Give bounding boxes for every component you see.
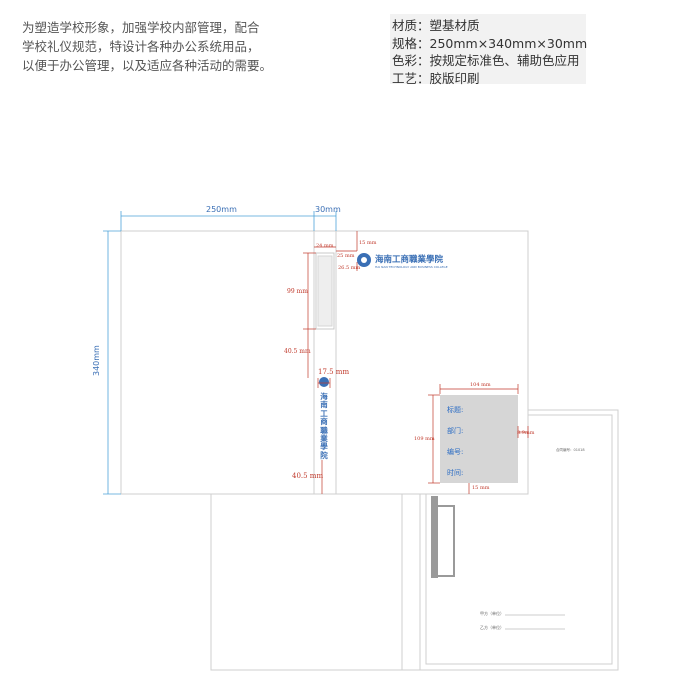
logo-name-en: HAI NAN TECHNOLOGY AND BUSINESS COLLEGE — [375, 265, 448, 269]
spec-material: 材质：塑基材质 — [392, 18, 480, 33]
dim-cover-width: 250mm — [206, 205, 237, 214]
spine-char: 院 — [320, 450, 328, 460]
party-b-label: 乙方（单位） — [480, 625, 504, 630]
label-field-dept: 部门: — [447, 427, 464, 435]
spec-color: 色彩：按规定标准色、辅助色应用 — [392, 53, 580, 68]
spine-char: 學 — [320, 442, 328, 452]
intro-line: 学校礼仪规范，特设计各种办公系统用品， — [22, 39, 260, 54]
dim-25: 25 mm — [337, 253, 355, 259]
logo-emblem-center — [361, 257, 367, 263]
spine-char: 職 — [320, 425, 328, 435]
blue-dimensions — [103, 211, 337, 495]
closed-folder — [120, 230, 529, 495]
dim-15: 15 mm — [359, 240, 377, 246]
clip — [431, 496, 455, 578]
spine-name: 海 南 工 商 職 業 學 院 — [319, 392, 329, 460]
specs-box: 材质：塑基材质 规格：250mm×340mm×30mm 色彩：按规定标准色、辅助… — [390, 14, 588, 86]
label-field-time: 时间: — [447, 469, 464, 477]
spine-emblem-icon — [319, 377, 329, 387]
dim-spine-width: 30mm — [315, 205, 341, 214]
red-dimensions — [303, 231, 529, 494]
intro-line: 以便于办公管理，以及适应各种活动的需要。 — [22, 58, 273, 73]
contract-number: 合同编号：01018 — [556, 448, 585, 452]
dim-8: 8.9mm — [517, 430, 535, 436]
spine-char: 商 — [320, 417, 328, 427]
party-a-label: 甲方（单位） — [480, 611, 504, 616]
intro-text: 为塑造学校形象，加强学校内部管理，配合 学校礼仪规范，特设计各种办公系统用品， … — [22, 18, 322, 75]
open-folder-spine — [401, 493, 421, 671]
dim-99: 99 mm — [287, 288, 308, 295]
spine-char: 業 — [320, 434, 328, 444]
spec-craft: 工艺：胶版印刷 — [392, 70, 480, 86]
dim-109: 109 mm — [414, 436, 435, 442]
dim-height: 340mm — [92, 345, 101, 376]
open-folder-left-panel — [210, 493, 403, 671]
dim-104: 104 mm — [470, 382, 491, 388]
label-field-number: 编号: — [447, 448, 464, 456]
spine-char: 工 — [320, 408, 328, 418]
intro-line: 为塑造学校形象，加强学校内部管理，配合 — [22, 20, 260, 35]
dim-40-5-top: 40.5 mm — [284, 348, 311, 355]
spec-size: 规格：250mm×340mm×30mm — [392, 35, 588, 51]
spine-char: 海 — [320, 392, 328, 401]
spine-window — [317, 255, 333, 327]
dim-15-bottom: 15 mm — [472, 485, 490, 491]
clip-bar — [431, 496, 438, 578]
cover-label — [440, 395, 518, 483]
dim-24: 24 mm — [316, 243, 334, 249]
spine-char: 南 — [320, 400, 328, 410]
dim-17-5: 17.5 mm — [318, 368, 350, 376]
clip-frame — [435, 505, 455, 577]
label-field-title: 标题: — [447, 406, 464, 414]
dim-40-5-bottom: 40.5 mm — [292, 472, 324, 480]
dim-26-5: 26.5 mm — [338, 265, 361, 271]
logo-name-cn: 海南工商職業學院 — [375, 255, 444, 265]
signature-lines — [505, 614, 565, 630]
